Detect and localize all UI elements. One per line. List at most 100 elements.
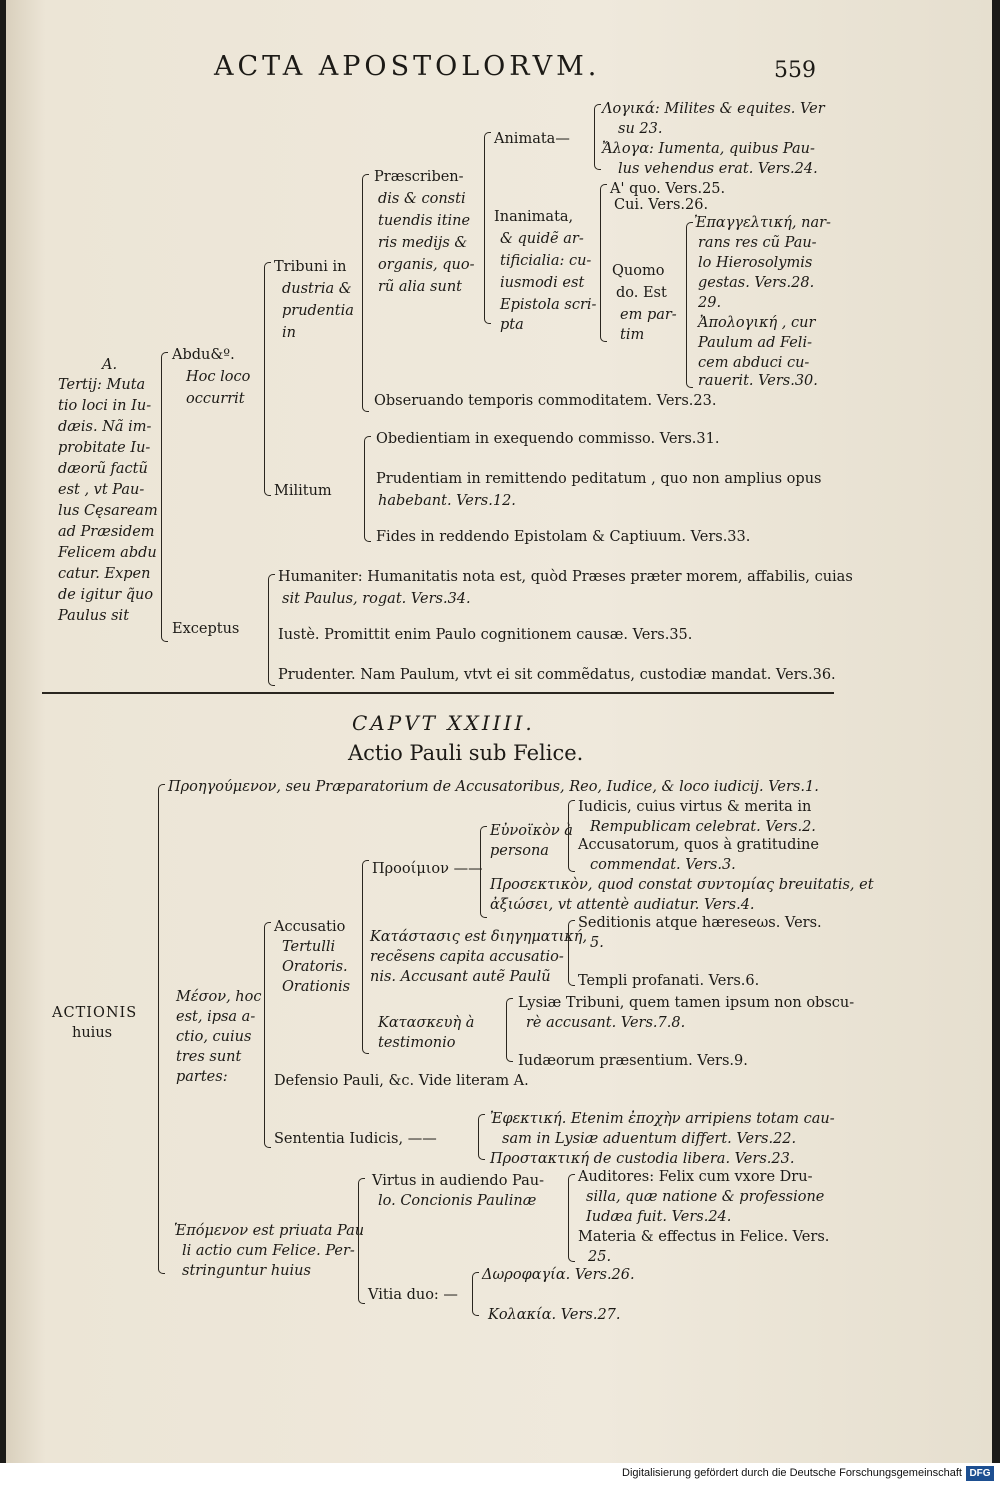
aloga-line-1: Ἄλογα: Iumenta, quibus Pau-: [602, 141, 815, 157]
epomenon-line-2: li actio cum Felice. Per-: [182, 1243, 355, 1259]
materia-line-2: 25.: [588, 1249, 612, 1265]
sententia-line: Sententia Iudicis, ——: [274, 1131, 437, 1147]
kataskeue-line-2: testimonio: [378, 1035, 456, 1051]
actionis-line-1: ACTIONIS: [52, 1005, 138, 1021]
accusatio-line-4: Orationis: [282, 979, 351, 995]
epangeltike-line-2: rans res cũ Pau-: [698, 235, 817, 251]
prostaktike-line: Προστακτική de custodia libera. Vers.23.: [490, 1151, 795, 1167]
brace-praescribendis: [484, 132, 491, 324]
brace-inanimata: [600, 184, 607, 342]
tertij-line-7: lus Cęsaream: [58, 503, 158, 519]
eunoikon-line-1: Εὐνοϊκὸν à: [490, 823, 573, 839]
kolakia-line: Κολακία. Vers.27.: [488, 1307, 621, 1323]
brace-tribuni: [362, 174, 369, 412]
tertij-line-8: ad Præsidem: [58, 524, 155, 540]
epomenon-line-1: Ἑπόμενον est priuata Pau: [174, 1223, 365, 1239]
running-title: ACTA APOSTOLORVM.: [214, 51, 601, 82]
tertij-line-4: probitate Iu-: [58, 440, 151, 456]
katastasis-line-1: Κατάστασις est διηγηματική,: [370, 929, 588, 945]
brace-epomenon: [358, 1178, 365, 1304]
praescribendis-line-2: dis & consti: [378, 191, 466, 207]
lysiae-line-2: rè accusant. Vers.7.8.: [526, 1015, 686, 1031]
abductus-line-1: Abdu&º.: [172, 347, 235, 363]
meson-line-3: ctio, cuius: [176, 1029, 252, 1045]
brace-quomodo: [686, 222, 693, 388]
apologike-line-2: Paulum ad Feli-: [698, 335, 812, 351]
prosektikon-line-1: Προσεκτικὸν, quod constat συντομίας breu…: [490, 877, 874, 893]
humaniter-line-2: sit Paulus, rogat. Vers.34.: [282, 591, 471, 607]
prudentiam-line-1: Prudentiam in remittendo peditatum , quo…: [376, 471, 822, 487]
book-page: ACTA APOSTOLORVM. 559 A. Tertij: Muta ti…: [6, 0, 992, 1463]
accusatorum-line-1: Accusatorum, quos à gratitudine: [578, 837, 819, 853]
section-rule: [42, 692, 834, 694]
brace-exceptus: [268, 574, 275, 686]
observando-line: Obseruando temporis commoditatem. Vers.2…: [374, 393, 717, 409]
brace-animata: [594, 104, 601, 170]
cui-line: Cui. Vers.26.: [614, 197, 709, 213]
iudicis-line-1: Iudicis, cuius virtus & merita in: [578, 799, 812, 815]
chapter-number: CAPVT XXIIII.: [352, 711, 535, 735]
katastasis-line-2: recẽsens capita accusatio-: [370, 949, 564, 965]
tertij-line-9: Felicem abdu: [58, 545, 157, 561]
quomodo-line-4: tim: [620, 327, 645, 343]
prosektikon-line-2: ἀξιώσει, vt attentè audiatur. Vers.4.: [490, 897, 755, 913]
tribuni-line-1: Tribuni in: [274, 259, 347, 275]
inanimata-line-2: & quidẽ ar-: [500, 231, 584, 247]
inanimata-line-4: iusmodi est: [500, 275, 585, 291]
logika-line-2: su 23.: [618, 121, 663, 137]
epangeltike-line-5: 29.: [698, 295, 722, 311]
iudaeorum-line: Iudæorum præsentium. Vers.9.: [518, 1053, 748, 1069]
inanimata-line-5: Epistola scri-: [500, 297, 597, 313]
apologike-line-4: rauerit. Vers.30.: [698, 373, 818, 389]
brace-meson: [264, 922, 271, 1148]
brace-actionis: [158, 784, 165, 1274]
accusatio-line-1: Accusatio: [274, 919, 346, 935]
brace-virtus: [568, 1174, 575, 1262]
iudicis-line-2: Rempublicam celebrat. Vers.2.: [590, 819, 816, 835]
accusatorum-line-2: commendat. Vers.3.: [590, 857, 736, 873]
brace-vitia: [472, 1272, 479, 1316]
tertij-line-12: Paulus sit: [58, 608, 130, 624]
auditores-line-2: silla, quæ natione & professione: [586, 1189, 825, 1205]
brace-kataskeue: [506, 998, 513, 1062]
tertij-line-1: Tertij: Muta: [58, 377, 146, 393]
brace-militum: [364, 436, 371, 542]
ephektike-line-1: Ἐφεκτική. Etenim ἐποχὴν arripiens totam …: [490, 1111, 835, 1127]
katastasis-line-3: nis. Accusant autẽ Paulũ: [370, 969, 551, 985]
section-letter: A.: [102, 357, 118, 373]
eunoikon-line-2: persona: [490, 843, 549, 859]
abductus-line-3: occurrit: [186, 391, 245, 407]
tribuni-line-2: dustria &: [282, 281, 352, 297]
apologike-line-1: Ἀπολογική , cur: [698, 315, 816, 331]
militum-label: Militum: [274, 483, 332, 499]
quomodo-line-1: Quomo: [612, 263, 665, 279]
seditionis-line-2: 5.: [590, 935, 604, 951]
virtus-line-2: lo. Concionis Paulinæ: [378, 1193, 537, 1209]
epangeltike-line-3: lo Hierosolymis: [698, 255, 813, 271]
aloga-line-2: lus vehendus erat. Vers.24.: [618, 161, 818, 177]
praescribendis-line-5: organis, quo-: [378, 257, 475, 273]
accusatio-line-2: Tertulli: [282, 939, 336, 955]
apologike-line-3: cem abduci cu-: [698, 355, 810, 371]
inanimata-line-3: tificialia: cu-: [500, 253, 592, 269]
tribuni-line-4: in: [282, 325, 296, 341]
prudentiam-line-2: habebant. Vers.12.: [378, 493, 516, 509]
tertij-line-5: dæorũ factũ: [58, 461, 148, 477]
obedientiam-line: Obedientiam in exequendo commisso. Vers.…: [376, 431, 720, 447]
brace-tertij: [161, 352, 168, 642]
meson-line-5: partes:: [176, 1069, 228, 1085]
inanimata-line-1: Inanimata,: [494, 209, 574, 225]
chapter-title: Actio Pauli sub Felice.: [348, 741, 584, 765]
praescribendis-line-3: tuendis itine: [378, 213, 471, 229]
materia-line-1: Materia & effectus in Felice. Vers.: [578, 1229, 830, 1245]
accusatio-line-3: Oratoris.: [282, 959, 348, 975]
brace-katastasis: [568, 920, 575, 986]
meson-line-4: tres sunt: [176, 1049, 242, 1065]
humaniter-line-1: Humaniter: Humanitatis nota est, quòd Pr…: [278, 569, 853, 585]
abductus-line-2: Hoc loco: [186, 369, 251, 385]
dfg-logo: DFG: [966, 1466, 994, 1481]
meson-line-1: Μέσον, hoc: [176, 989, 262, 1005]
epangeltike-line-1: Ἐπαγγελτική, nar-: [694, 215, 831, 231]
a-quo-line: A' quo. Vers.25.: [610, 181, 726, 197]
prudenter-line: Prudenter. Nam Paulum, vtvt ei sit commẽ…: [278, 667, 836, 683]
